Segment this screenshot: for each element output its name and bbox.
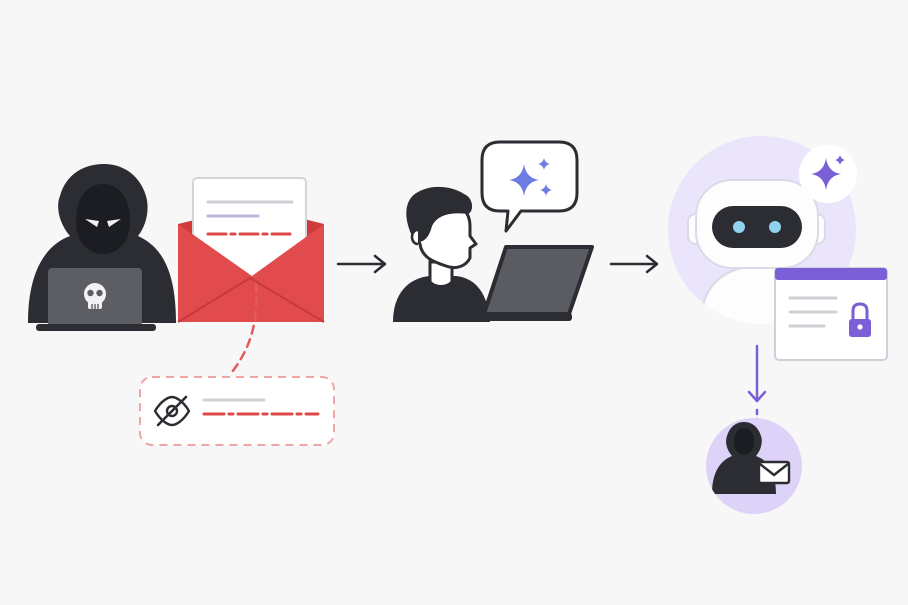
attacker-receives-data-icon <box>706 418 802 514</box>
hacker-eye-right <box>107 219 121 227</box>
flow-arrow-exfiltration <box>747 344 767 428</box>
sparkle-icon <box>509 164 539 196</box>
user-ear <box>410 228 419 246</box>
robot-eye-left <box>733 221 745 233</box>
malicious-email-icon <box>177 177 325 323</box>
sparkle-small-icon <box>538 158 550 170</box>
hacker-eye-left <box>85 219 99 227</box>
skull-icon <box>84 283 106 309</box>
sparkle-small-icon <box>540 184 552 196</box>
private-data-window <box>774 267 888 361</box>
eye-slash-icon <box>153 395 191 427</box>
attacker-hacker-icon <box>28 164 176 331</box>
flow-arrow-user-to-assistant <box>609 254 659 274</box>
hidden-connector-line <box>230 282 258 374</box>
laptop-base <box>466 313 572 321</box>
laptop-screen <box>482 245 594 316</box>
hidden-instruction-box <box>139 376 335 446</box>
user-hair <box>406 186 473 242</box>
flow-arrow-email-to-user <box>336 254 387 274</box>
lock-icon <box>849 302 871 337</box>
user-prompt-bubble <box>480 140 579 233</box>
window-titlebar <box>775 268 887 280</box>
robot-visor <box>712 206 802 248</box>
user-neck <box>428 260 454 288</box>
hood-face-shadow <box>76 184 130 254</box>
ai-sparkle-icon <box>811 158 841 190</box>
envelope-front <box>178 224 324 322</box>
robot-eye-right <box>769 221 781 233</box>
user-body <box>393 276 490 322</box>
user-with-laptop-icon <box>393 186 594 322</box>
mail-icon <box>757 460 791 485</box>
